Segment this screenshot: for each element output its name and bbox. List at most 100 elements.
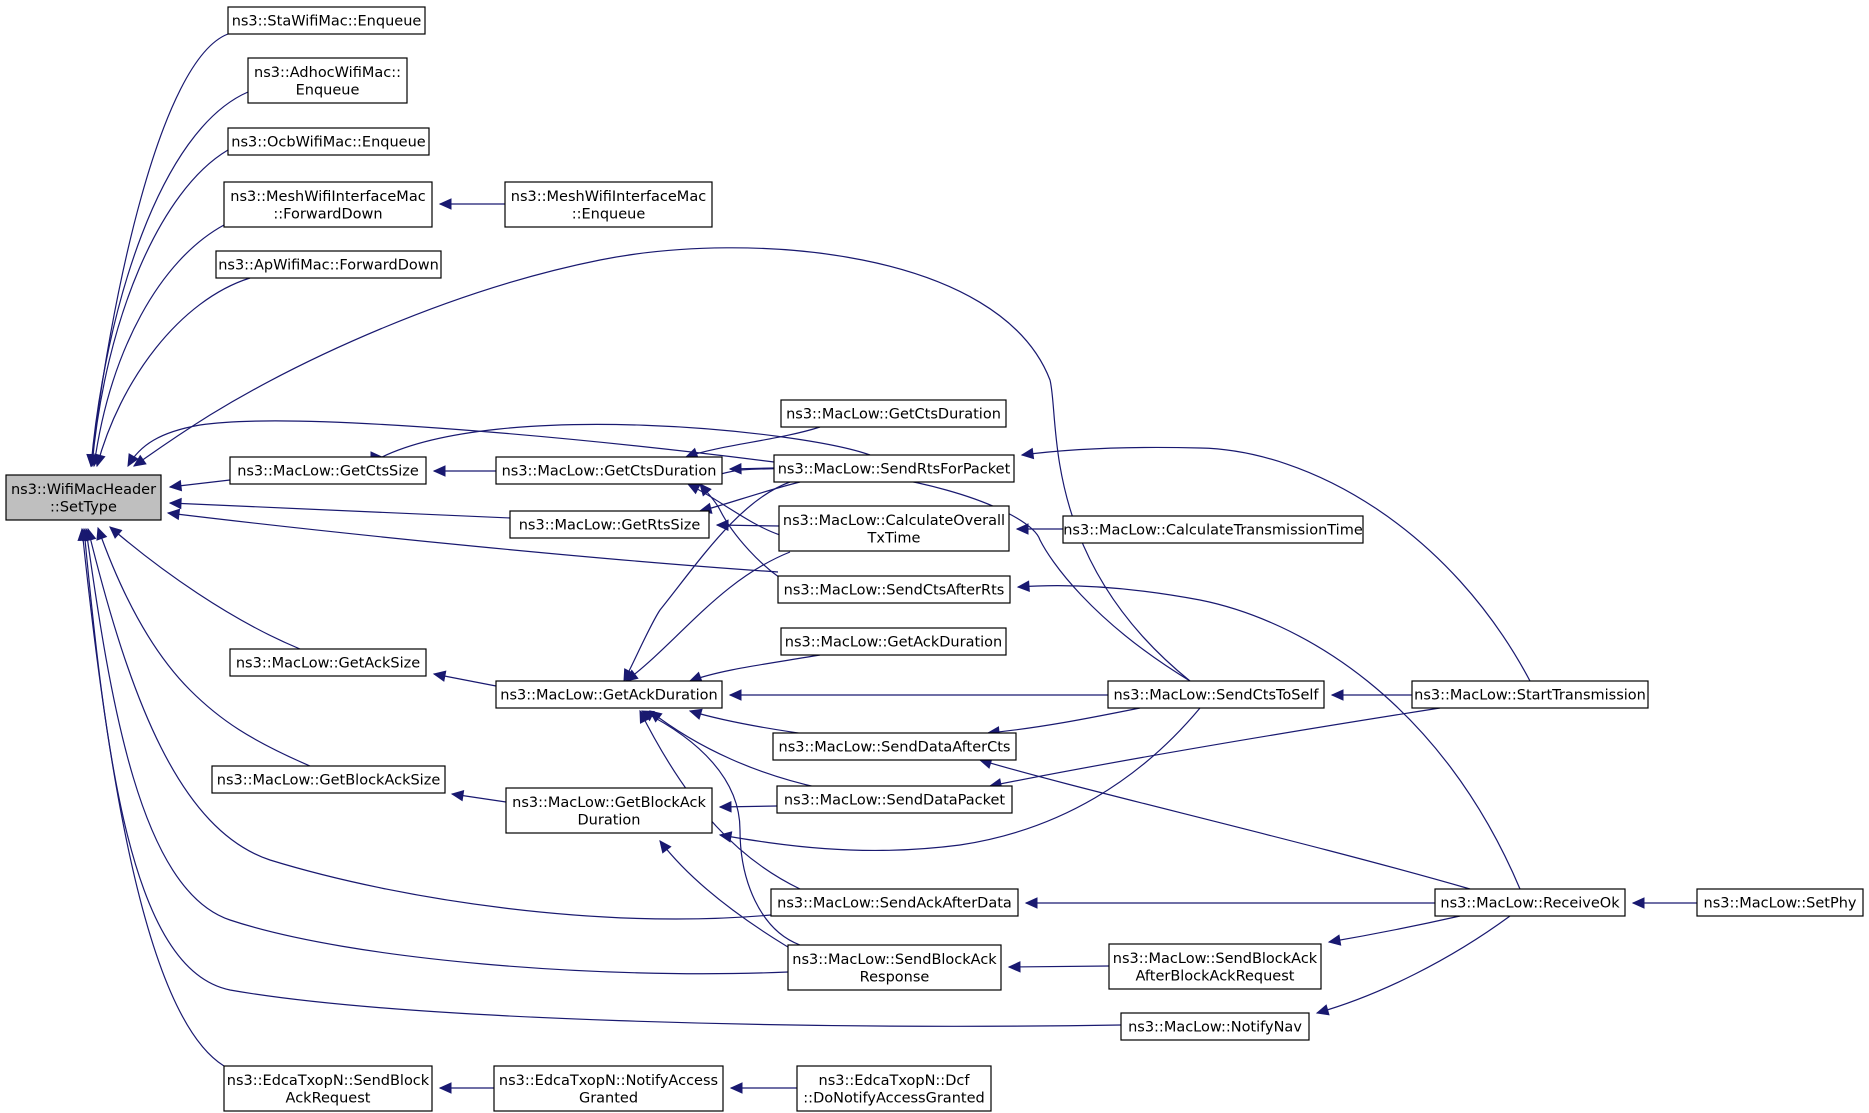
node-label: ns3::MacLow::SendBlockAck [792, 952, 997, 968]
node-box [787, 944, 1002, 991]
node-label: ns3::MacLow::SendDataPacket [784, 793, 1006, 809]
node-label: Duration [578, 812, 641, 828]
edge-send_data_after_cts-to-get_ack_duration_b [688, 708, 821, 737]
edge-edca_send_block_ack_request-to-root [77, 527, 225, 1067]
node-box [229, 648, 427, 677]
edge-line [979, 759, 1471, 890]
node-box [495, 456, 723, 485]
edge-send_blockack_after_bar-to-send_blockack_response [1007, 961, 1110, 973]
edge-line [1021, 446, 1531, 682]
node-root[interactable]: ns3::WifiMacHeader::SetType [5, 474, 162, 521]
node-get-ack-duration-a[interactable]: ns3::MacLow::GetAckDuration [780, 627, 1007, 656]
node-label: ns3::EdcaTxopN::SendBlock [227, 1073, 430, 1089]
node-get-rts-size[interactable]: ns3::MacLow::GetRtsSize [509, 510, 710, 539]
node-box [777, 575, 1011, 604]
node-mesh-enqueue[interactable]: ns3::MeshWifiInterfaceMac::Enqueue [504, 181, 713, 228]
node-send-data-packet[interactable]: ns3::MacLow::SendDataPacket [776, 785, 1013, 814]
edge-get_ack_size-to-root [109, 526, 301, 650]
node-label: ::ForwardDown [273, 206, 382, 222]
edge-line [719, 707, 1201, 852]
node-box [5, 474, 162, 521]
node-label: ns3::MacLow::NotifyNav [1128, 1020, 1302, 1036]
node-edca-notify-access-granted[interactable]: ns3::EdcaTxopN::NotifyAccessGranted [493, 1065, 724, 1112]
node-send-cts-to-self[interactable]: ns3::MacLow::SendCtsToSelf [1107, 680, 1325, 709]
node-adhoc-enqueue[interactable]: ns3::AdhocWifiMac::Enqueue [247, 57, 408, 104]
node-send-ack-after-data[interactable]: ns3::MacLow::SendAckAfterData [770, 888, 1019, 917]
node-label: TxTime [867, 530, 921, 546]
edge-line [87, 528, 772, 920]
edge-get_cts_duration_b-to-get_cts_size [432, 465, 496, 477]
node-get-cts-size[interactable]: ns3::MacLow::GetCtsSize [229, 456, 427, 485]
node-box [493, 1065, 724, 1112]
node-label: AckRequest [286, 1090, 371, 1106]
node-start-transmission[interactable]: ns3::MacLow::StartTransmission [1411, 680, 1649, 709]
node-get-blockack-size[interactable]: ns3::MacLow::GetBlockAckSize [211, 765, 446, 794]
edge-line [127, 420, 775, 467]
edge-start_transmission-to-send_data_packet [988, 707, 1441, 790]
node-notify-nav[interactable]: ns3::MacLow::NotifyNav [1120, 1012, 1310, 1041]
node-label: ns3::MacLow::SendDataAfterCts [779, 740, 1011, 756]
edge-arrowhead [686, 483, 701, 495]
node-box [1696, 888, 1864, 917]
edge-arrowhead [728, 689, 742, 701]
edge-arrowhead [127, 453, 139, 468]
edge-arrowhead [77, 527, 89, 542]
node-send-blockack-after-bar[interactable]: ns3::MacLow::SendBlockAckAfterBlockAckRe… [1108, 943, 1322, 990]
node-set-phy[interactable]: ns3::MacLow::SetPhy [1696, 888, 1864, 917]
edge-arrowhead [168, 479, 183, 492]
node-box [223, 181, 433, 228]
node-label: ns3::MacLow::GetCtsSize [237, 464, 419, 480]
node-ap-forwarddown[interactable]: ns3::ApWifiMac::ForwardDown [215, 250, 442, 279]
edge-line [167, 512, 779, 573]
edge-line [639, 710, 801, 890]
node-label: ns3::MacLow::StartTransmission [1414, 688, 1646, 704]
edge-line [659, 840, 811, 961]
edge-arrowhead [450, 789, 465, 802]
node-box [772, 732, 1017, 761]
node-calc-transmission-time[interactable]: ns3::MacLow::CalculateTransmissionTime [1062, 515, 1364, 544]
node-label: ns3::OcbWifiMac::Enqueue [231, 135, 426, 151]
node-get-ack-duration-b[interactable]: ns3::MacLow::GetAckDuration [495, 680, 723, 709]
edge-arrowhead [1020, 447, 1035, 460]
node-label: ns3::MacLow::GetAckDuration [500, 688, 718, 704]
node-send-rts-for-packet[interactable]: ns3::MacLow::SendRtsForPacket [773, 454, 1015, 483]
node-box [780, 627, 1007, 656]
node-receive-ok[interactable]: ns3::MacLow::ReceiveOk [1434, 888, 1626, 917]
edge-line [169, 502, 511, 519]
edge-arrowhead [438, 1082, 452, 1094]
edge-send_cts_to_self-to-root [133, 247, 1191, 682]
edge-arrowhead [109, 526, 123, 539]
node-sta-enqueue[interactable]: ns3::StaWifiMac::Enqueue [227, 6, 426, 35]
node-box [1108, 943, 1322, 990]
node-box [211, 765, 446, 794]
node-send-data-after-cts[interactable]: ns3::MacLow::SendDataAfterCts [772, 732, 1017, 761]
node-edca-dcf-do-notify[interactable]: ns3::EdcaTxopN::Dcf::DoNotifyAccessGrant… [796, 1065, 992, 1112]
node-ocb-enqueue[interactable]: ns3::OcbWifiMac::Enqueue [227, 127, 430, 156]
edge-get_ack_duration_a-to-get_ack_duration_b [688, 654, 821, 683]
edge-calc_overall_txtime-to-get_ack_duration_b [625, 551, 791, 682]
edge-calc_transmission_time-to-calc_overall_txtime [1015, 523, 1063, 535]
edge-line [1008, 965, 1110, 968]
edge-line [649, 710, 821, 789]
edge-get_blockack_duration-to-get_blockack_size [450, 789, 507, 803]
node-get-cts-duration-b[interactable]: ns3::MacLow::GetCtsDuration [495, 456, 723, 485]
node-label: ns3::MacLow::CalculateTransmissionTime [1063, 523, 1363, 539]
node-label: ns3::ApWifiMac::ForwardDown [218, 258, 439, 274]
edge-line [85, 528, 789, 975]
node-get-ack-size[interactable]: ns3::MacLow::GetAckSize [229, 648, 427, 677]
edge-receive_ok-to-send_cts_after_rts [1016, 580, 1521, 890]
node-get-cts-duration-a[interactable]: ns3::MacLow::GetCtsDuration [780, 399, 1007, 428]
edge-send_rts_for_packet-to-get_cts_duration_b [728, 462, 775, 475]
edge-adhoc_enqueue-to-root [86, 91, 249, 468]
node-mesh-forwarddown[interactable]: ns3::MeshWifiInterfaceMac::ForwardDown [223, 181, 433, 228]
edge-line [989, 707, 1441, 787]
node-send-cts-after-rts[interactable]: ns3::MacLow::SendCtsAfterRts [777, 575, 1011, 604]
node-label: ns3::AdhocWifiMac:: [254, 65, 401, 81]
node-label: ::DoNotifyAccessGranted [803, 1090, 984, 1106]
edge-line [96, 277, 251, 467]
